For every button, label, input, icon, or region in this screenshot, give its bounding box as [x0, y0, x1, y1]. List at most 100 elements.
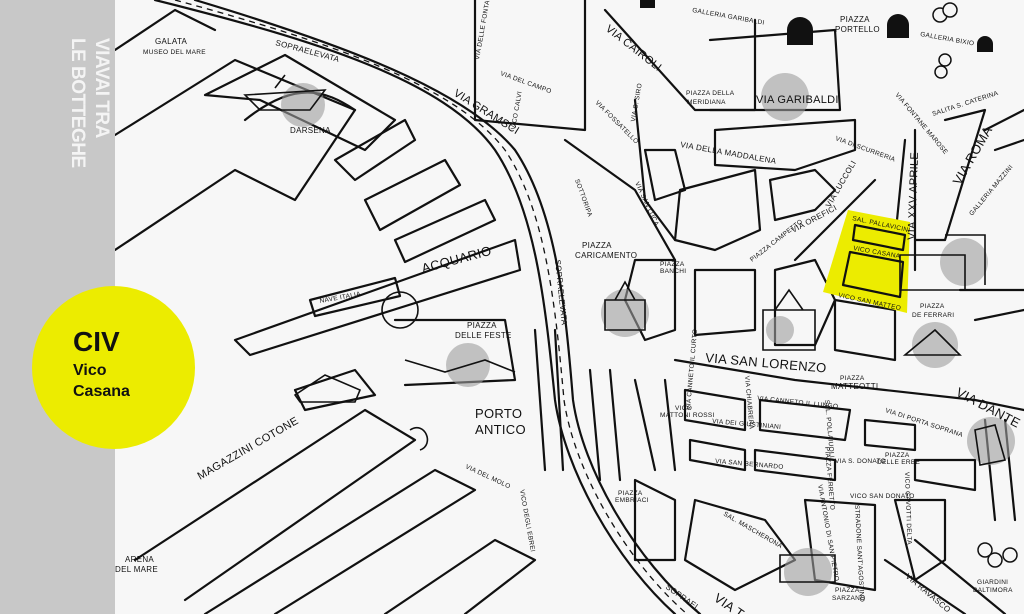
label-porto[interactable]: PORTO — [475, 406, 522, 421]
building — [293, 368, 377, 412]
label-via-ravasco[interactable]: VIA RAVASCO — [904, 572, 953, 614]
label-piazza-embriaci[interactable]: PIAZZA — [618, 490, 643, 497]
label-matteotti[interactable]: MATTEOTTI — [831, 382, 878, 391]
label-via-cairoli[interactable]: VIA CAIROLI — [603, 23, 664, 74]
brand-line-1: VIAVAI TRA — [91, 38, 112, 138]
label-via-campo[interactable]: VIA DEL CAMPO — [499, 70, 552, 95]
block — [693, 268, 757, 337]
label-delle-erbe[interactable]: DELLE ERBE — [877, 459, 920, 466]
label-giardini[interactable]: GIARDINI — [977, 579, 1008, 586]
label-via-scurreria[interactable]: VIA DI SCURRERIA — [834, 135, 896, 163]
pier — [203, 468, 477, 614]
label-darsena[interactable]: DARSENA — [290, 126, 331, 135]
label-del-mare[interactable]: DEL MARE — [115, 565, 158, 574]
landmark-sketches — [243, 74, 1007, 583]
civ-title: CIV — [73, 326, 120, 357]
pier — [363, 158, 462, 232]
label-salita-caterina[interactable]: SALITA S. CATERINA — [931, 90, 999, 118]
brand-title: VIAVAI TRA LE BOTTEGHE — [30, 38, 112, 168]
label-via-san-luca[interactable]: VIA SAN LUCA — [633, 181, 660, 228]
map-labels: GALATA MUSEO DEL MARE SOPRAELEVATA DARSE… — [115, 0, 1023, 614]
label-piazza-caricamento[interactable]: PIAZZA — [582, 241, 612, 250]
label-galleria-garibaldi[interactable]: GALLERIA GARIBALDI — [692, 7, 765, 27]
block — [768, 168, 837, 222]
label-piazza-sarzano[interactable]: PIAZZA — [835, 587, 860, 594]
label-galleria-bixio[interactable]: GALLERIA BIXIO — [920, 31, 975, 47]
via-xxv-aprile-landmark[interactable] — [940, 238, 988, 286]
label-piazza-feste[interactable]: PIAZZA — [467, 321, 497, 330]
label-galata[interactable]: GALATA — [155, 37, 188, 46]
label-galleria-mazzini[interactable]: GALLERIA MAZZINI — [968, 164, 1015, 218]
trees-icon — [932, 2, 1018, 568]
label-via-s-siro[interactable]: VIA S. SIRO — [630, 83, 644, 123]
label-piazza-portello[interactable]: PIAZZA — [840, 15, 870, 24]
label-mattoni-rossi[interactable]: MATTONI ROSSI — [660, 412, 715, 419]
label-museo[interactable]: MUSEO DEL MARE — [143, 49, 206, 56]
label-delle-feste[interactable]: DELLE FESTE — [455, 331, 512, 340]
map-canvas[interactable]: GALATA MUSEO DEL MARE SOPRAELEVATA DARSE… — [115, 0, 1024, 614]
label-magazzini-cotone[interactable]: MAGAZZINI COTONE — [196, 415, 301, 483]
road — [633, 378, 677, 472]
caricamento-landmark[interactable] — [601, 289, 649, 337]
label-via-roma[interactable]: VIA ROMA — [950, 123, 996, 187]
san-lorenzo-landmark[interactable] — [766, 316, 794, 344]
label-piazza-banchi[interactable]: PIAZZA — [660, 261, 685, 268]
label-sottoripa[interactable]: SOTTORIPA — [573, 178, 593, 218]
darsena-landmark[interactable] — [281, 83, 325, 127]
label-meridiana[interactable]: MERIDIANA — [687, 99, 726, 106]
label-portello[interactable]: PORTELLO — [835, 25, 880, 34]
label-via-xxv-aprile[interactable]: VIA XXV APRILE — [906, 152, 921, 240]
label-piazza-ferrari[interactable]: PIAZZA — [920, 303, 945, 310]
label-embriaci[interactable]: EMBRIACI — [615, 497, 649, 504]
label-via-fontane[interactable]: VIA DELLE FONTANE — [474, 0, 493, 60]
de-ferrari-landmark[interactable] — [912, 322, 958, 368]
label-antico[interactable]: ANTICO — [475, 422, 526, 437]
label-via-giustiniani[interactable]: VIA DEI GIUSTINIANI — [712, 418, 782, 431]
label-sarzano[interactable]: SARZANO — [832, 595, 866, 602]
label-piazza-matteotti[interactable]: PIAZZA — [840, 375, 865, 382]
civ-name: Vico Casana — [73, 360, 130, 402]
label-vico-mattoni[interactable]: VICO — [675, 405, 692, 412]
pier — [393, 198, 497, 264]
label-via-s-donato[interactable]: VIA S. DONATO — [835, 458, 886, 465]
label-acquario[interactable]: ACQUARIO — [420, 243, 493, 276]
label-vico-gavotti[interactable]: VICO GAVOTTI DELTA — [903, 472, 913, 545]
road-via-ravasco — [883, 538, 1007, 614]
via-garibaldi-landmark[interactable] — [761, 73, 809, 121]
cathedral-icon — [762, 288, 816, 351]
label-via-del-molo[interactable]: VIA DEL MOLO — [464, 463, 511, 490]
label-via-garibaldi[interactable]: VIA GARIBALDI — [756, 94, 839, 106]
block — [688, 438, 747, 472]
road-galleria-mazzini — [983, 108, 1024, 152]
vico-casana-highlight[interactable] — [823, 210, 910, 313]
pier — [383, 538, 537, 614]
palazzo-icon — [604, 280, 646, 331]
sarzano-landmark[interactable] — [784, 548, 832, 596]
label-piazza-meridiana[interactable]: PIAZZA DELLA — [686, 90, 735, 97]
label-via-fontane-marose[interactable]: VIA FONTANE MAROSE — [893, 92, 949, 156]
block — [673, 168, 762, 252]
label-via-chiabrera[interactable]: VIA CHIABRERA — [743, 376, 755, 431]
biosfera-icon — [381, 291, 419, 329]
label-via-orefici[interactable]: VIA OREFICI — [790, 203, 839, 235]
label-piazza-erbe[interactable]: PIAZZA — [885, 452, 910, 459]
label-piazza-campetto[interactable]: PIAZZA CAMPETTO — [749, 218, 804, 263]
label-vico-ebrei[interactable]: VICO DEGLI EBREI — [518, 489, 536, 553]
pier — [115, 58, 357, 252]
brand-line-2: LE BOTTEGHE — [67, 38, 88, 168]
label-via-maddalena[interactable]: VIA DELLA MADDALENA — [680, 140, 778, 166]
label-baltimora[interactable]: BALTIMORA — [973, 587, 1013, 594]
block — [473, 0, 587, 132]
label-banchi[interactable]: BANCHI — [660, 268, 686, 275]
label-via-canneto-curto[interactable]: VIA CANNETO IL CURTO — [685, 329, 699, 411]
label-de-ferrari[interactable]: DE FERRARI — [912, 312, 954, 319]
label-via-san-lorenzo[interactable]: VIA SAN LORENZO — [705, 350, 827, 376]
label-via-san-bernardo[interactable]: VIA SAN BERNARDO — [715, 458, 784, 471]
label-caricamento[interactable]: CARICAMENTO — [575, 251, 637, 260]
label-vico-san-donato[interactable]: VICO SAN DONATO — [850, 493, 915, 500]
tunnel-icon — [887, 14, 909, 38]
label-via-t[interactable]: VIA T — [711, 590, 747, 614]
label-arena[interactable]: ARENA — [125, 555, 154, 564]
city-map[interactable]: GALATA MUSEO DEL MARE SOPRAELEVATA DARSE… — [115, 0, 1024, 614]
ship-icon — [243, 74, 327, 111]
